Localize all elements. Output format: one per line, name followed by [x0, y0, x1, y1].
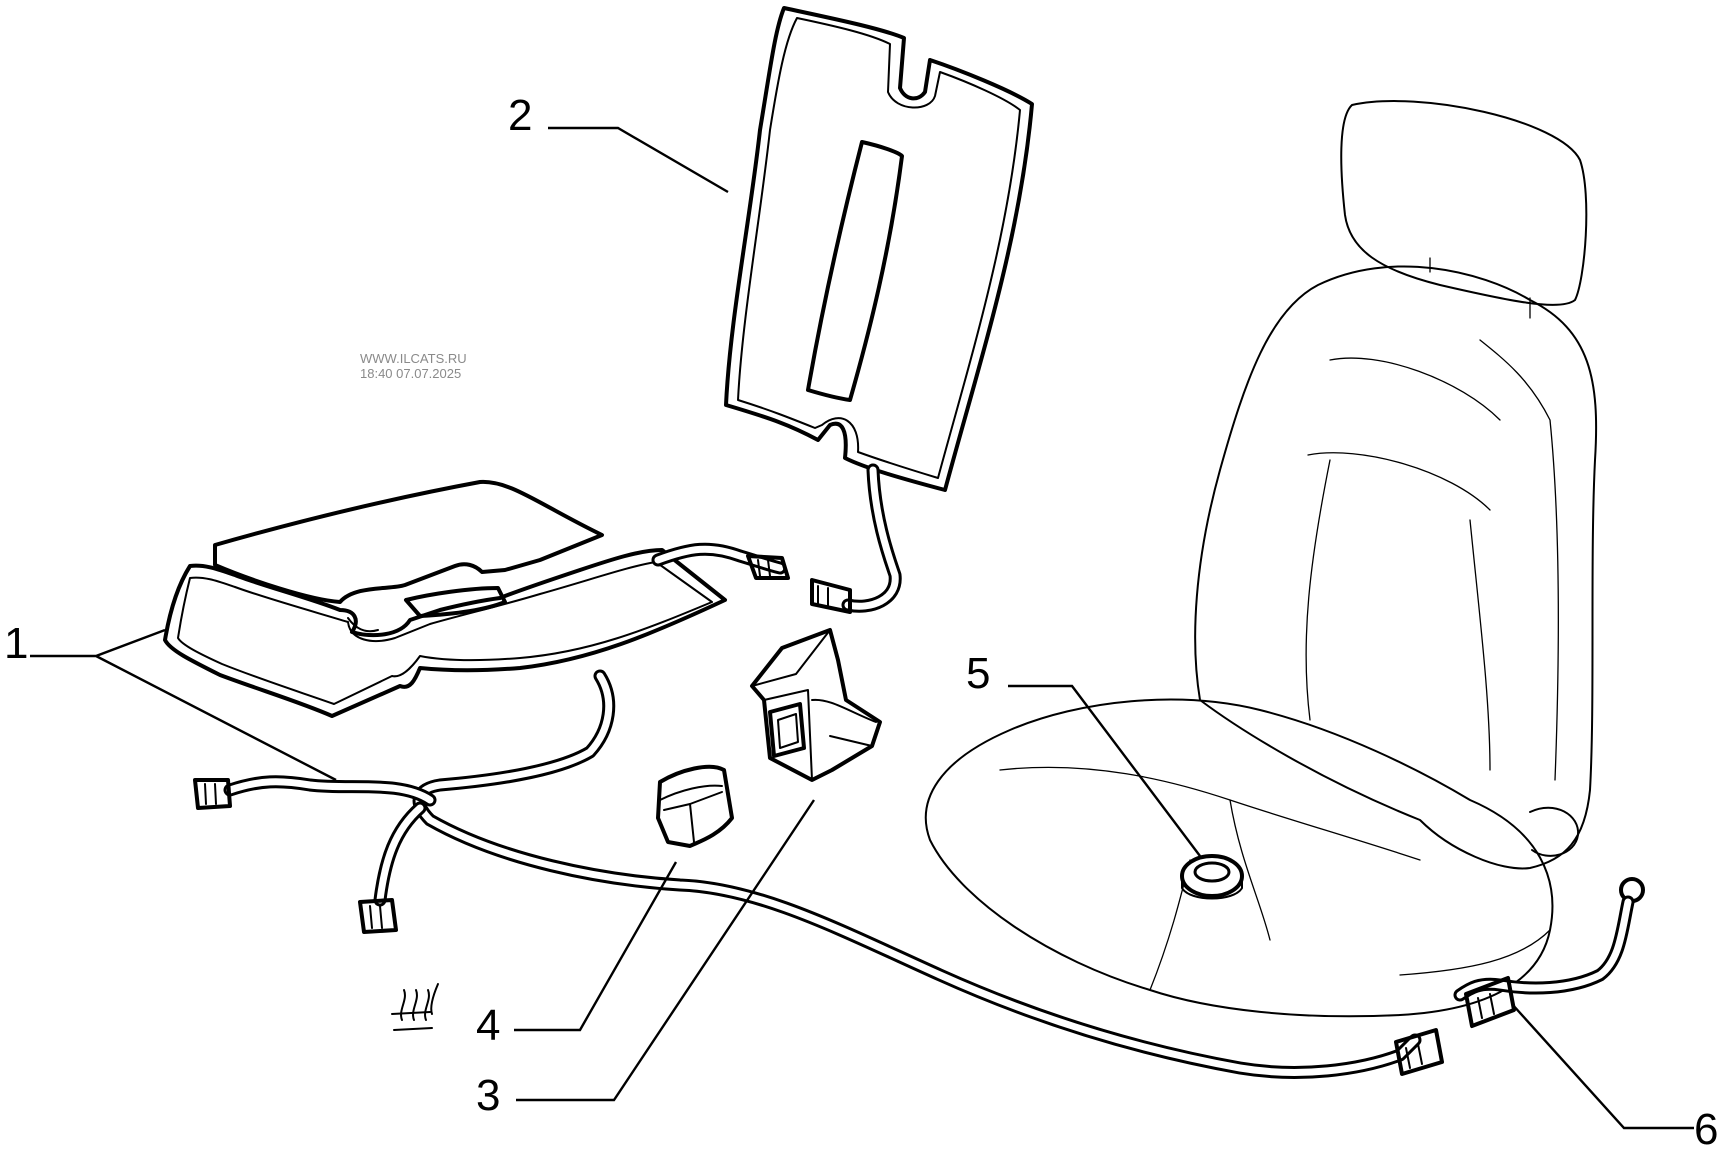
callout-label-2: 2 — [508, 91, 532, 140]
seat-heater-symbol-icon — [391, 983, 439, 1031]
callout-label-3: 3 — [476, 1071, 500, 1120]
callout-label-4: 4 — [476, 1001, 500, 1050]
callout-label-5: 5 — [966, 649, 990, 698]
watermark-timestamp: 18:40 07.07.2025 — [360, 366, 461, 381]
switch-housing — [750, 628, 882, 782]
callout-label-6: 6 — [1694, 1105, 1718, 1149]
heater-switch — [656, 764, 734, 848]
backrest-heating-pad — [724, 6, 1034, 614]
cushion-heating-pad — [163, 479, 1444, 1079]
watermark-site: WWW.ILCATS.RU — [360, 351, 467, 366]
leader-lines — [30, 126, 1694, 1130]
callout-label-1: 1 — [4, 619, 28, 668]
grommet — [1180, 854, 1244, 900]
seat-outline — [924, 100, 1598, 1018]
sensor-lead — [1453, 877, 1645, 1028]
